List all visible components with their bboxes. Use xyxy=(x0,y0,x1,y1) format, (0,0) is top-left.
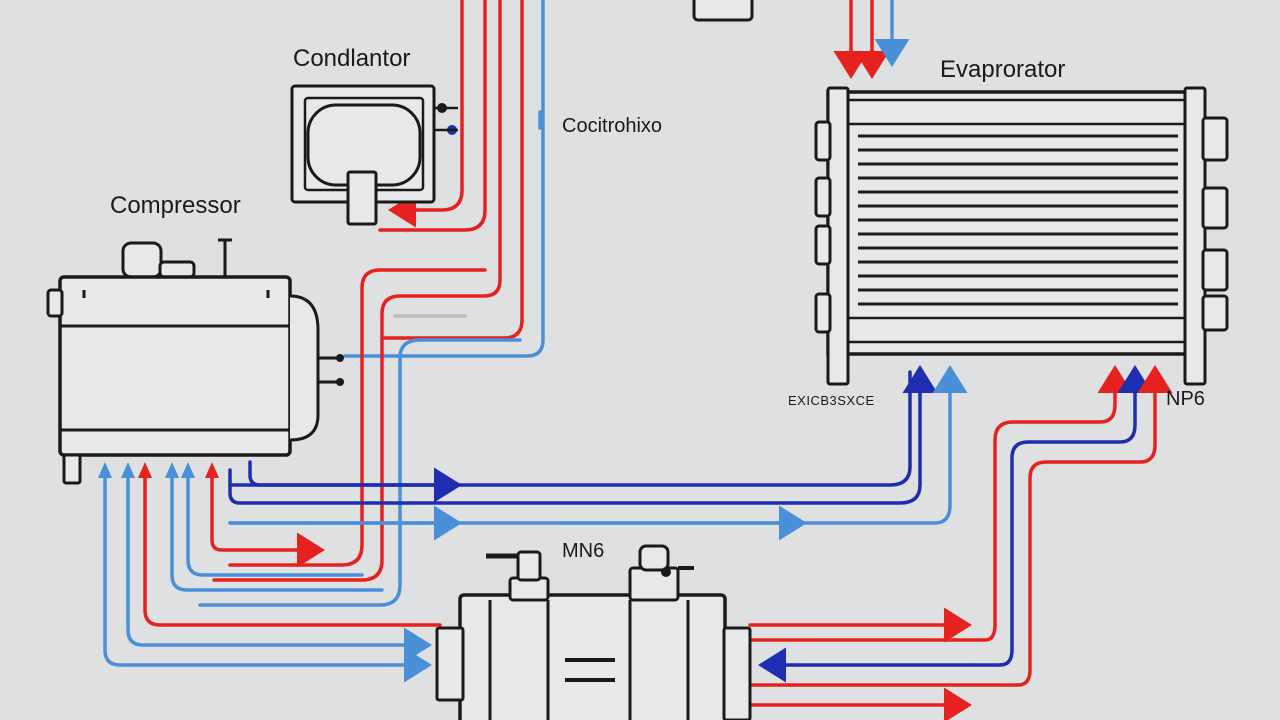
cool-line-bottom-3 xyxy=(170,466,384,592)
arrow-icon xyxy=(181,462,195,478)
hot-line-long xyxy=(212,0,502,582)
hot-line-mid xyxy=(383,0,524,340)
evaporator-left-note: EXICB3SXCE xyxy=(788,393,875,408)
refrigerant-lines xyxy=(103,0,1173,720)
hot-line-to-evaporator xyxy=(748,365,1133,642)
arrow-icon xyxy=(138,462,152,478)
hot-line-to-evaporator-2 xyxy=(748,365,1173,687)
return-line-1 xyxy=(248,460,462,503)
cool-line-bottom-1 xyxy=(103,466,432,683)
return-line-to-evaporator xyxy=(228,365,938,505)
hot-line-to-condenser xyxy=(388,0,464,228)
cool-line-bottom-2 xyxy=(126,466,432,663)
condenser-unit xyxy=(290,84,458,226)
arrow-icon xyxy=(121,462,135,478)
compressor-outlet-arrows xyxy=(98,462,219,478)
center-top-label: Cocitrohixo xyxy=(562,115,662,137)
arrow-icon xyxy=(165,462,179,478)
compressor-unit xyxy=(46,238,344,485)
return-line-2 xyxy=(228,370,912,487)
compressor-label: Compressor xyxy=(110,192,241,219)
evaporator-unit xyxy=(814,86,1229,386)
evaporator-label: Evaprorator xyxy=(940,56,1065,83)
hot-line-compressor-out xyxy=(210,468,325,568)
cool-line-top xyxy=(343,0,545,358)
top-valve-box xyxy=(692,0,754,22)
condenser-label: Condlantor xyxy=(293,45,410,72)
lower-unit xyxy=(435,544,752,720)
cool-line-to-evaporator xyxy=(228,365,968,525)
hot-line-bottom xyxy=(143,466,442,627)
cool-line-bottom-4 xyxy=(186,466,364,577)
arrow-icon xyxy=(205,462,219,478)
lower-unit-label: MN6 xyxy=(562,540,604,562)
cool-line-riser xyxy=(198,338,522,607)
arrow-icon xyxy=(98,462,112,478)
return-line-from-evaporator xyxy=(973,365,1153,667)
hot-line-riser xyxy=(228,268,487,567)
evaporator-right-note: NP6 xyxy=(1166,388,1205,410)
hot-line-condenser-return xyxy=(378,0,487,232)
evaporator-fins xyxy=(858,134,1178,306)
